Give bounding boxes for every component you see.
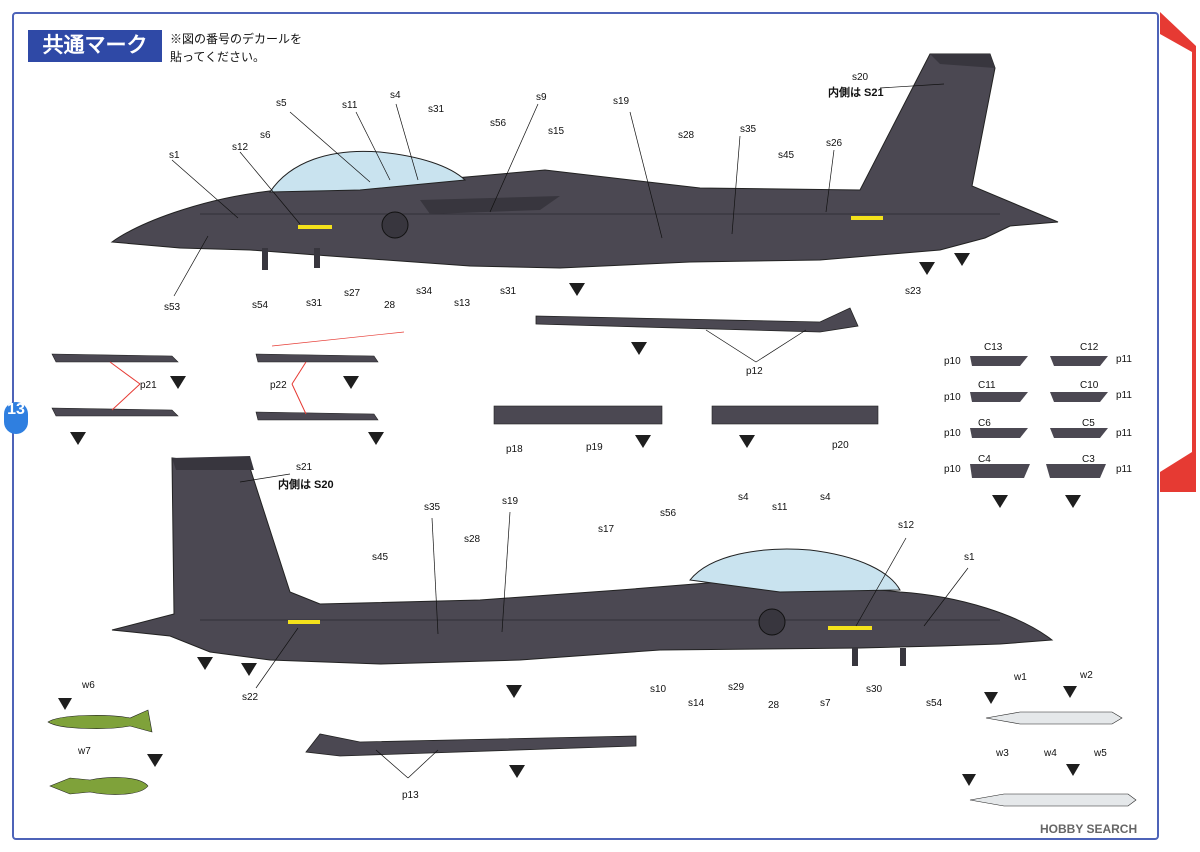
label-s35-bottom: s35 — [424, 502, 441, 513]
label-w3: w3 — [996, 748, 1009, 759]
label-28-top: 28 — [384, 300, 396, 311]
label-w2: w2 — [1080, 670, 1093, 681]
wing-pylon-parts — [493, 405, 879, 425]
label-w7: w7 — [78, 746, 91, 757]
label-s4-b: s4 — [820, 492, 831, 503]
label-p11-d: p11 — [1116, 464, 1132, 475]
label-s31-b: s31 — [500, 286, 517, 297]
label-w5: w5 — [1094, 748, 1107, 759]
label-p13: p13 — [402, 790, 419, 801]
label-p11-a: p11 — [1116, 354, 1132, 365]
label-s28-top: s28 — [678, 130, 695, 141]
label-s7: s7 — [820, 698, 831, 709]
label-s9: s9 — [536, 92, 547, 103]
conformal-tank-bottom — [305, 733, 637, 757]
label-28-bottom: 28 — [768, 700, 780, 711]
label-p11-b: p11 — [1116, 390, 1132, 401]
label-p10-d: p10 — [944, 464, 961, 475]
missile-w1-w2 — [985, 711, 1123, 725]
decal-note: ※図の番号のデカールを 貼ってください。 — [170, 32, 303, 64]
label-c10: C10 — [1080, 380, 1099, 391]
missile-w3-w5 — [969, 793, 1137, 807]
label-s13: s13 — [454, 298, 471, 309]
label-s11: s11 — [342, 100, 358, 111]
aircraft-side-view-top — [110, 53, 1059, 270]
label-s54-bottom: s54 — [926, 698, 943, 709]
label-s12: s12 — [232, 142, 249, 153]
watermark: HOBBY SEARCH — [1040, 822, 1138, 836]
label-s4: s4 — [390, 90, 401, 101]
label-c6: C6 — [978, 418, 991, 429]
label-s22: s22 — [242, 692, 259, 703]
label-s20: s20 — [852, 72, 869, 83]
label-s54-top: s54 — [252, 300, 269, 311]
conformal-tank-top — [535, 307, 859, 333]
label-s34: s34 — [416, 286, 433, 297]
label-s56-top: s56 — [490, 118, 507, 129]
label-s28-bottom: s28 — [464, 534, 481, 545]
inner-note-bottom: 内側は S20 — [278, 479, 334, 491]
label-s11-bottom: s11 — [772, 502, 788, 513]
label-s19-bottom: s19 — [502, 496, 519, 507]
label-s23: s23 — [905, 286, 922, 297]
label-p21: p21 — [140, 380, 157, 391]
part-markers — [58, 253, 1081, 786]
label-s4-a: s4 — [738, 492, 749, 503]
label-p22: p22 — [270, 380, 287, 391]
missile-pylons-grid — [970, 356, 1108, 478]
label-s1: s1 — [169, 150, 180, 161]
label-s31-a: s31 — [306, 298, 323, 309]
label-s56-bottom: s56 — [660, 508, 677, 519]
label-s12-bottom: s12 — [898, 520, 915, 531]
label-p20: p20 — [832, 440, 849, 451]
bomb-w6 — [47, 709, 153, 733]
side-tab-label: 塗装とマーキング — [1168, 62, 1188, 230]
pylon-pair-left — [51, 353, 179, 417]
label-c13: C13 — [984, 342, 1003, 353]
label-s27: s27 — [344, 288, 361, 299]
label-s35-top: s35 — [740, 124, 757, 135]
label-p11-c: p11 — [1116, 428, 1132, 439]
label-w4: w4 — [1044, 748, 1057, 759]
label-s21: s21 — [296, 462, 313, 473]
label-s31-top: s31 — [428, 104, 445, 115]
label-s10: s10 — [650, 684, 667, 695]
label-s14: s14 — [688, 698, 705, 709]
label-s19-top: s19 — [613, 96, 630, 107]
label-s30: s30 — [866, 684, 883, 695]
label-w1: w1 — [1014, 672, 1027, 683]
label-p10-c: p10 — [944, 428, 961, 439]
pylon-pair-middle — [255, 353, 379, 421]
bomb-w7 — [49, 777, 149, 795]
label-c4: C4 — [978, 454, 991, 465]
label-s5: s5 — [276, 98, 287, 109]
label-c11: C11 — [978, 380, 996, 391]
label-c12: C12 — [1080, 342, 1099, 353]
label-s53: s53 — [164, 302, 181, 313]
page-number: 13 — [4, 402, 28, 434]
label-s15: s15 — [548, 126, 565, 137]
label-s26: s26 — [826, 138, 843, 149]
side-tab — [1160, 12, 1196, 492]
label-s6: s6 — [260, 130, 271, 141]
section-title: 共通マーク — [28, 30, 162, 62]
label-s45-top: s45 — [778, 150, 795, 161]
label-p10-a: p10 — [944, 356, 961, 367]
aircraft-side-view-bottom — [111, 456, 1054, 666]
label-p19: p19 — [586, 442, 603, 453]
label-c5: C5 — [1082, 418, 1095, 429]
label-s45-bottom: s45 — [372, 552, 389, 563]
label-s1-bottom: s1 — [964, 552, 975, 563]
label-s17: s17 — [598, 524, 615, 535]
label-p18: p18 — [506, 444, 523, 455]
label-c3: C3 — [1082, 454, 1095, 465]
label-p10-b: p10 — [944, 392, 961, 403]
label-p12: p12 — [746, 366, 763, 377]
label-w6: w6 — [82, 680, 95, 691]
inner-note-top: 内側は S21 — [828, 87, 884, 99]
label-s29: s29 — [728, 682, 745, 693]
